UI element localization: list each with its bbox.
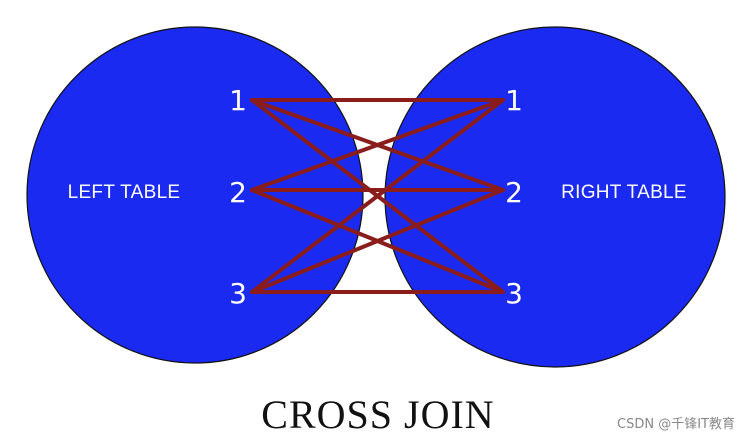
left-row-3: 3 <box>229 277 247 310</box>
left-row-1: 1 <box>229 84 247 117</box>
right-table-label: RIGHT TABLE <box>561 182 687 203</box>
connection-line-3-1 <box>250 98 505 294</box>
connection-lines <box>250 98 505 294</box>
left-row-2: 2 <box>229 176 247 209</box>
right-row-3: 3 <box>505 277 523 310</box>
connection-line-3-2 <box>250 188 505 294</box>
watermark: CSDN @千锋IT教育 <box>617 416 735 432</box>
right-row-2: 2 <box>505 176 523 209</box>
connection-line-2-1 <box>250 98 505 192</box>
right-row-1: 1 <box>505 84 523 117</box>
diagram-title: CROSS JOIN <box>261 392 494 437</box>
left-table-label: LEFT TABLE <box>68 182 181 203</box>
